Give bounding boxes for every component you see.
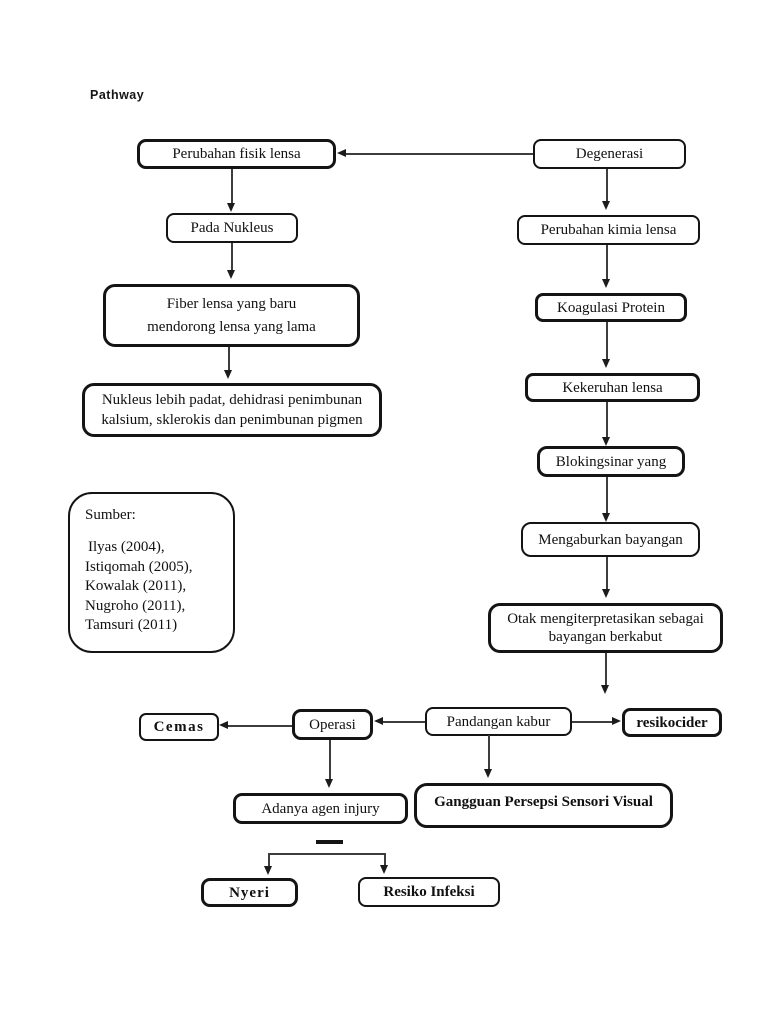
- connector-operasi-to-adanya: [329, 740, 331, 780]
- arrowhead-left-icon: [374, 717, 383, 725]
- node-resikocider: resikocider: [622, 708, 722, 737]
- arrowhead-down-icon: [602, 359, 610, 368]
- arrowhead-down-icon: [602, 279, 610, 288]
- node-fiber-line2: mendorong lensa yang lama: [147, 319, 316, 335]
- sumber-line: Istiqomah (2005),: [85, 558, 193, 575]
- node-kekeruhan-lensa: Kekeruhan lensa: [525, 373, 700, 402]
- connector-kimia-to-koagulasi: [606, 245, 608, 280]
- node-fiber-lensa: Fiber lensa yang baru mendorong lensa ya…: [103, 284, 360, 347]
- arrowhead-down-icon: [227, 270, 235, 279]
- sumber-line: Nugroho (2011),: [85, 597, 186, 614]
- arrowhead-down-icon: [224, 370, 232, 379]
- node-resiko-infeksi: Resiko Infeksi: [358, 877, 500, 907]
- node-nukleus-padat-line2: kalsium, sklerokis dan penimbunan pigmen: [101, 412, 363, 428]
- node-nukleus-padat-line1: Nukleus lebih padat, dehidrasi penimbuna…: [101, 392, 363, 408]
- node-operasi: Operasi: [292, 709, 373, 740]
- connector-kekeruhan-to-bloking: [606, 402, 608, 438]
- arrowhead-down-icon: [602, 201, 610, 210]
- node-nyeri: Nyeri: [201, 878, 298, 907]
- node-pandangan-kabur: Pandangan kabur: [425, 707, 572, 736]
- sumber-line: Ilyas (2004),: [88, 539, 165, 555]
- pathway-heading: Pathway: [90, 88, 145, 102]
- connector-degenerasi-to-kimia: [606, 169, 608, 202]
- connector-fiber-to-nukleus-padat: [228, 347, 230, 371]
- sumber-box: Sumber: Ilyas (2004), Istiqomah (2005), …: [68, 492, 235, 653]
- connector-mengaburkan-to-otak: [606, 557, 608, 590]
- node-cemas: Cemas: [139, 713, 219, 741]
- arrowhead-left-icon: [337, 149, 346, 157]
- arrowhead-down-icon: [325, 779, 333, 788]
- node-gangguan-persepsi: Gangguan Persepsi Sensori Visual: [414, 783, 673, 828]
- connector-branch-to-resiko-infeksi: [384, 853, 386, 866]
- arrowhead-down-icon: [380, 865, 388, 874]
- node-otak-line1: Otak mengiterpretasikan sebagai: [507, 611, 704, 627]
- connector-operasi-to-cemas: [228, 725, 292, 727]
- node-koagulasi-protein: Koagulasi Protein: [535, 293, 687, 322]
- node-perubahan-fisik-lensa: Perubahan fisik lensa: [137, 139, 336, 169]
- node-nukleus-padat: Nukleus lebih padat, dehidrasi penimbuna…: [82, 383, 382, 437]
- arrowhead-left-icon: [219, 721, 228, 729]
- connector-pandangan-to-operasi: [383, 721, 425, 723]
- arrowhead-right-icon: [612, 717, 621, 725]
- connector-otak-down: [605, 653, 607, 686]
- arrowhead-down-icon: [602, 513, 610, 522]
- sumber-heading: Sumber:: [85, 507, 136, 523]
- node-mengaburkan-bayangan: Mengaburkan bayangan: [521, 522, 700, 557]
- arrowhead-down-icon: [227, 203, 235, 212]
- node-fiber-line1: Fiber lensa yang baru: [166, 296, 297, 312]
- arrowhead-down-icon: [264, 866, 272, 875]
- connector-branch-horizontal: [268, 853, 385, 855]
- connector-bloking-to-mengaburkan: [606, 477, 608, 514]
- connector-nukleus-to-fiber: [231, 243, 233, 271]
- connector-pandangan-to-gangguan: [488, 735, 490, 770]
- connector-pandangan-to-resikocider: [572, 721, 613, 723]
- connector-fisik-to-nukleus: [231, 169, 233, 204]
- node-otak-line2: bayangan berkabut: [548, 629, 663, 645]
- node-otak-interpretasi: Otak mengiterpretasikan sebagai bayangan…: [488, 603, 723, 653]
- node-degenerasi: Degenerasi: [533, 139, 686, 169]
- connector-koagulasi-to-kekeruhan: [606, 322, 608, 360]
- node-perubahan-kimia-lensa: Perubahan kimia lensa: [517, 215, 700, 245]
- arrowhead-down-icon: [602, 437, 610, 446]
- arrowhead-down-icon: [602, 589, 610, 598]
- connector-degenerasi-to-perubahan-fisik: [346, 153, 533, 155]
- thick-dash-mark: [316, 840, 343, 844]
- arrowhead-down-icon: [601, 685, 609, 694]
- connector-branch-to-nyeri: [268, 853, 270, 867]
- node-pada-nukleus: Pada Nukleus: [166, 213, 298, 243]
- node-adanya-agen-injury: Adanya agen injury: [233, 793, 408, 824]
- arrowhead-down-icon: [484, 769, 492, 778]
- sumber-line: Kowalak (2011),: [85, 578, 187, 594]
- sumber-line: Tamsuri (2011): [85, 617, 178, 633]
- node-bloking-sinar: Blokingsinar yang: [537, 446, 685, 477]
